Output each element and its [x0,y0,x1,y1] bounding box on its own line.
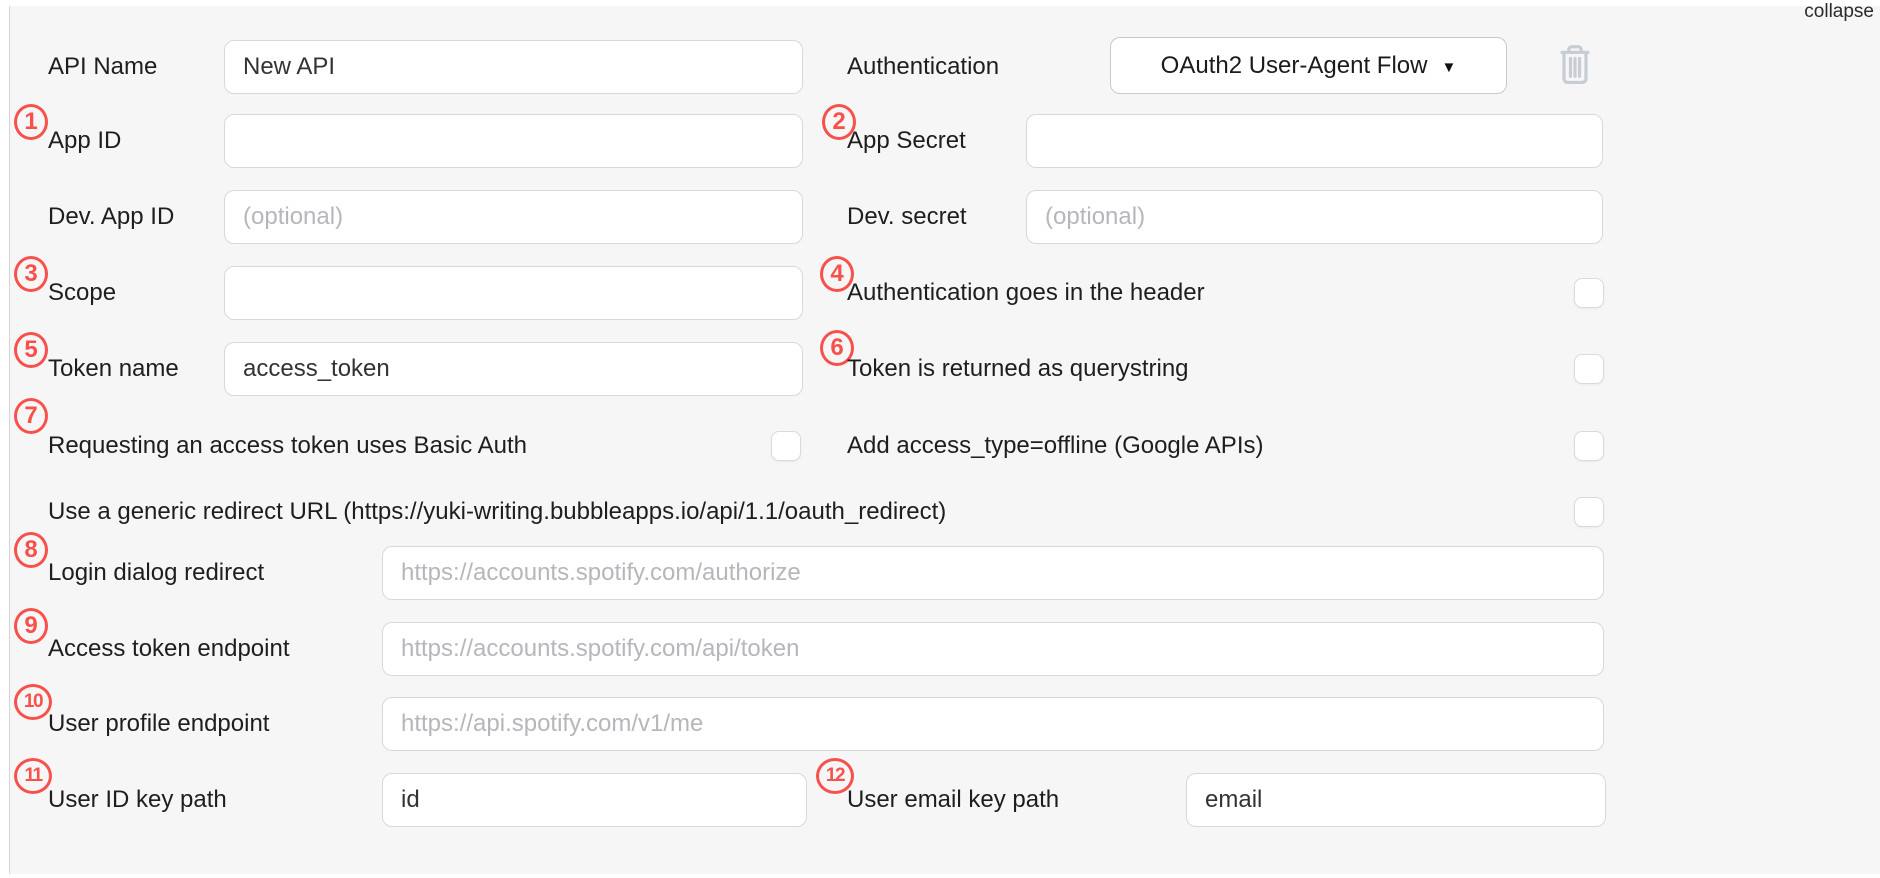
annotation-badge-10: 10 [14,684,52,720]
scope-input[interactable] [224,266,803,320]
authentication-select[interactable]: OAuth2 User-Agent Flow ▼ [1110,37,1507,94]
app-id-input[interactable] [224,114,803,168]
chevron-down-icon: ▼ [1441,58,1457,76]
annotation-badge-2: 2 [822,104,856,140]
authentication-label: Authentication [847,53,1000,80]
trash-icon [1560,45,1590,85]
dev-secret-label: Dev. secret [847,203,967,230]
access-type-offline-label: Add access_type=offline (Google APIs) [847,432,1264,459]
annotation-badge-7: 7 [14,398,48,434]
annotation-badge-4: 4 [820,256,854,292]
delete-api-button[interactable] [1554,42,1596,88]
user-profile-endpoint-label: User profile endpoint [48,710,270,737]
annotation-badge-8: 8 [14,532,48,568]
app-secret-input[interactable] [1026,114,1603,168]
token-name-input[interactable] [224,342,803,396]
api-name-input[interactable] [224,40,803,94]
collapse-link[interactable]: collapse [1804,1,1874,22]
annotation-badge-3: 3 [14,256,48,292]
dev-app-id-label: Dev. App ID [48,203,175,230]
user-id-key-path-label: User ID key path [48,786,227,813]
api-name-label: API Name [48,53,158,80]
auth-in-header-checkbox[interactable] [1574,278,1604,308]
user-id-key-path-input[interactable] [382,773,807,827]
annotation-badge-9: 9 [14,608,48,644]
app-secret-label: App Secret [847,127,966,154]
annotation-badge-6: 6 [820,330,854,366]
login-dialog-redirect-label: Login dialog redirect [48,559,265,586]
user-profile-endpoint-input[interactable] [382,697,1604,751]
user-email-key-path-input[interactable] [1186,773,1606,827]
auth-in-header-label: Authentication goes in the header [847,279,1205,306]
token-name-label: Token name [48,355,179,382]
app-id-label: App ID [48,127,122,154]
basic-auth-checkbox[interactable] [771,431,801,461]
annotation-badge-1: 1 [14,104,48,140]
generic-redirect-url-label: Use a generic redirect URL (https://yuki… [48,498,947,525]
dev-app-id-input[interactable] [224,190,803,244]
token-querystring-checkbox[interactable] [1574,354,1604,384]
access-token-endpoint-input[interactable] [382,622,1604,676]
login-dialog-redirect-input[interactable] [382,546,1604,600]
annotation-badge-5: 5 [14,332,48,368]
access-token-endpoint-label: Access token endpoint [48,635,290,662]
scope-label: Scope [48,279,117,306]
basic-auth-label: Requesting an access token uses Basic Au… [48,432,527,459]
access-type-offline-checkbox[interactable] [1574,431,1604,461]
user-email-key-path-label: User email key path [847,786,1060,813]
annotation-badge-11: 11 [14,758,52,794]
dev-secret-input[interactable] [1026,190,1603,244]
generic-redirect-url-checkbox[interactable] [1574,497,1604,527]
token-querystring-label: Token is returned as querystring [847,355,1189,382]
authentication-selected-option: OAuth2 User-Agent Flow [1160,51,1428,79]
annotation-badge-12: 12 [816,758,854,794]
